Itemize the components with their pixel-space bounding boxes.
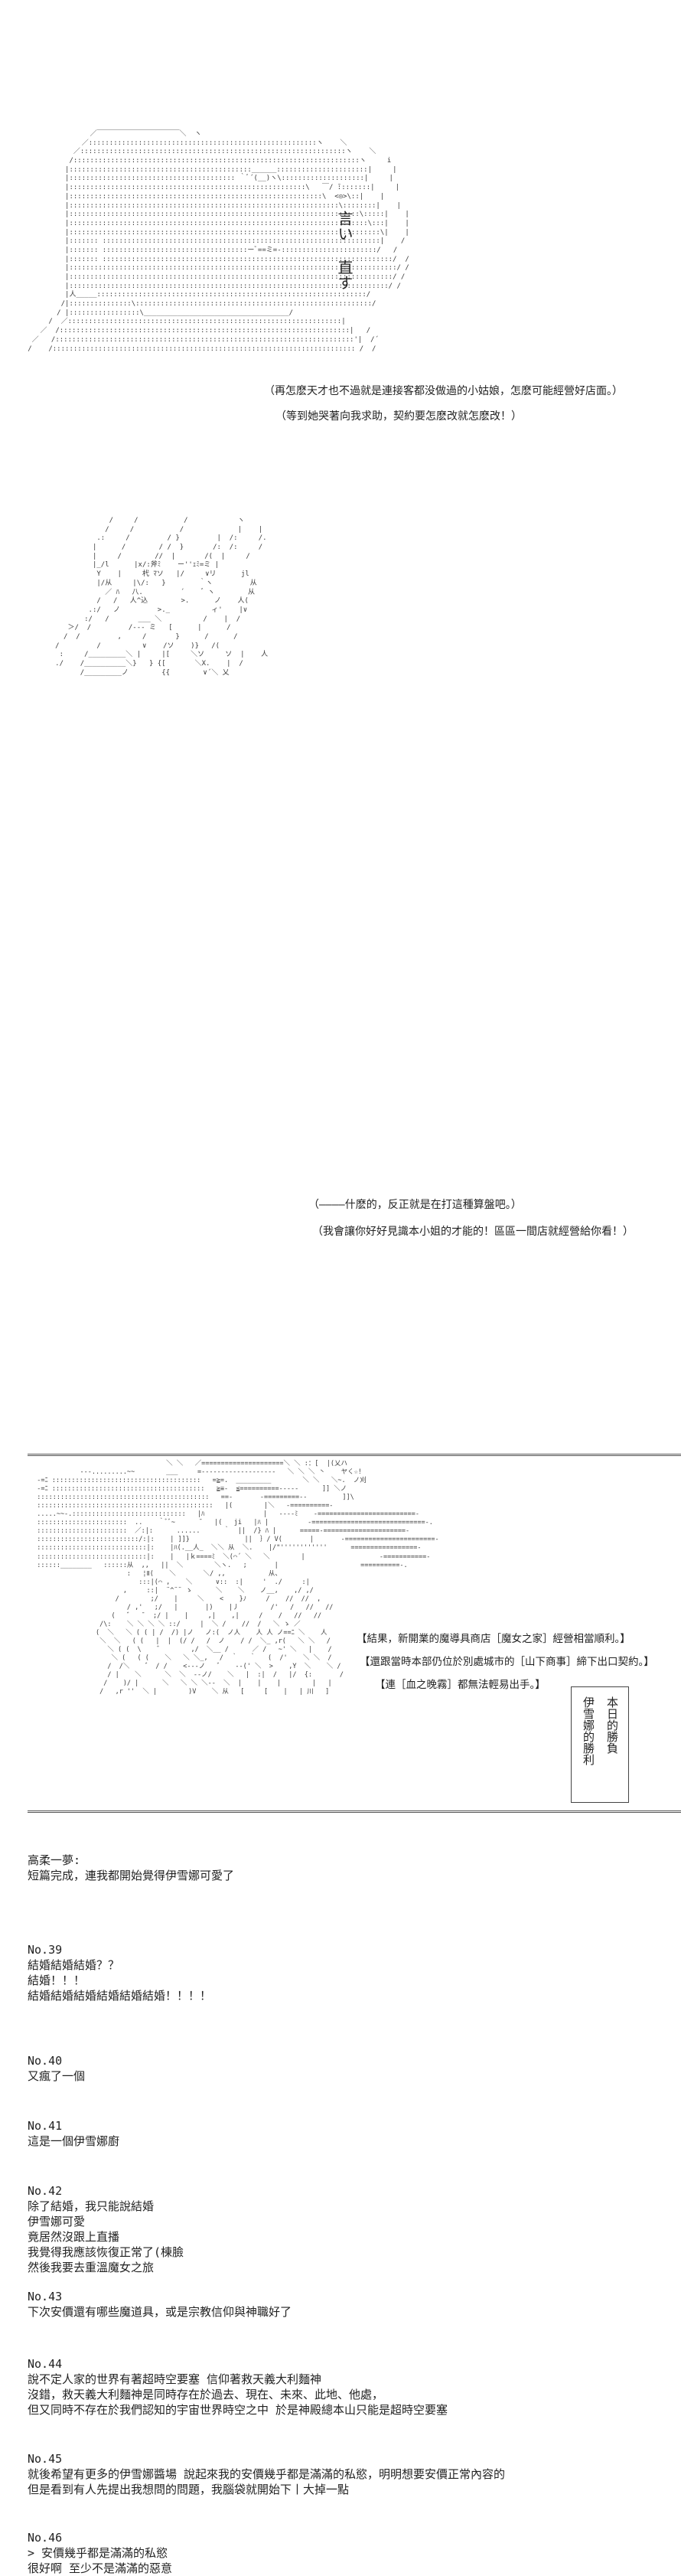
comment-line: 就後希望有更多的伊雪娜醬場 說起來我的安價幾乎都是滿滿的私慾，明明想要安價正常內… bbox=[28, 2467, 506, 2481]
comment-no40: No.40 又瘋了一個 bbox=[28, 2053, 85, 2084]
vertical-text: 言い 直す bbox=[335, 211, 354, 290]
result-box-col-left: 伊雪娜的勝利 bbox=[582, 1696, 595, 1765]
comment-line: 然後我要去重溫魔女之旅 bbox=[28, 2261, 155, 2274]
comment-line: 很好啊 至少不是滿滿的惡意 bbox=[28, 2561, 173, 2575]
panel2-dialog-2: （我會讓你好好見識本小姐的才能的！區區一間店就經營給你看！） bbox=[312, 1226, 634, 1238]
comment-no43: No.43 下次安價還有哪些魔道具，或是宗教信仰與神職好了 bbox=[28, 2289, 292, 2320]
comment-line: 除了結婚，我只能說結婚 bbox=[28, 2199, 155, 2213]
comment-line: 竟居然沒跟上直播 bbox=[28, 2230, 120, 2244]
comment-line: 但又同時不存在於我們認知的宇宙世界時空之中 於是神殿總本山只能是超時空要塞 bbox=[28, 2403, 448, 2417]
comment-line: 這是一個伊雪娜廚 bbox=[28, 2134, 120, 2148]
ascii-art-scene: ＼ ＼ ／=====================＼ ＼ :：[ |(乂ハ -… bbox=[37, 1460, 439, 1696]
comment-line: 沒錯，救天義大利麵神是同時存在於過去、現在、未來、此地、他處， bbox=[28, 2388, 384, 2401]
separator-bottom bbox=[28, 1810, 681, 1813]
ascii-art-portrait: ／￣￣￣￣￣￣￣￣￣￣￣￣＼ ヽ ／::::::::::::::::::::::… bbox=[28, 130, 409, 353]
comment-line: 但是看到有人先提出我想問的問題，我腦袋就開始下丨大掉一點 bbox=[28, 2483, 350, 2496]
panel1-dialog-2: （等到她哭著向我求助，契約要怎麽改就怎麽改！） bbox=[275, 410, 522, 423]
comment-header: No.39 bbox=[28, 1943, 63, 1957]
result-box: 本日的勝負 伊雪娜的勝利 bbox=[571, 1686, 629, 1803]
comment-line: 結婚結婚結婚？？ bbox=[28, 1958, 120, 1972]
comment-no39: No.39 結婚結婚結婚？？ 結婚！！！ 結婚結婚結婚結婚結婚結婚！！！！ bbox=[28, 1942, 211, 2003]
panel3-narration-3: 【連［血之晚霧］都無法輕易出手。】 bbox=[375, 1679, 546, 1691]
comment-line: 短篇完成，連我都開始覺得伊雪娜可愛了 bbox=[28, 1869, 235, 1882]
comment-no42: No.42 除了結婚，我只能說結婚 伊雪娜可愛 竟居然沒跟上直播 我覺得我應該恢… bbox=[28, 2183, 184, 2275]
comment-line: > 安價幾乎都是滿滿的私慾 bbox=[28, 2546, 168, 2560]
comment-line: 伊雪娜可愛 bbox=[28, 2215, 86, 2228]
comment-author: 高柔一夢: 短篇完成，連我都開始覺得伊雪娜可愛了 bbox=[28, 1853, 234, 1883]
comment-line: 下次安價還有哪些魔道具，或是宗教信仰與神職好了 bbox=[28, 2305, 292, 2319]
ascii-art-figure: / / / ヽ / / / | | .: / / } | /: /. | / /… bbox=[14, 517, 681, 2575]
panel3-narration-1: 【結果，新開業的魔導具商店［魔女之家］經營相當順利。】 bbox=[357, 1633, 630, 1645]
comment-line: 結婚！！！ bbox=[28, 1974, 86, 1987]
comment-section: 高柔一夢: 短篇完成，連我都開始覺得伊雪娜可愛了 No.39 結婚結婚結婚？？ … bbox=[28, 1853, 681, 2575]
comment-no44: No.44 說不定人家的世界有著超時空要塞 信仰著救天義大利麵神 沒錯，救天義大… bbox=[28, 2356, 448, 2418]
comment-line: 我覺得我應該恢復正常了(棟臉 bbox=[28, 2245, 184, 2259]
panel2-dialog-1: （――――什麽的，反正就是在打這種算盤吧。） bbox=[308, 1199, 522, 1211]
panel3-narration-2: 【還跟當時本部仍位於別處城市的［山下商事］締下出口契約。】 bbox=[360, 1656, 654, 1668]
comment-header: No.45 bbox=[28, 2452, 63, 2466]
comment-line: 又瘋了一個 bbox=[28, 2069, 86, 2083]
comment-header: No.42 bbox=[28, 2184, 63, 2198]
result-box-col-right: 本日的勝負 bbox=[605, 1696, 619, 1754]
comment-header: No.46 bbox=[28, 2531, 63, 2545]
comment-header: No.40 bbox=[28, 2054, 63, 2068]
comment-header: No.44 bbox=[28, 2357, 63, 2371]
comment-no45: No.45 就後希望有更多的伊雪娜醬場 說起來我的安價幾乎都是滿滿的私慾，明明想… bbox=[28, 2451, 505, 2497]
comment-line: 結婚結婚結婚結婚結婚結婚！！！！ bbox=[28, 1989, 212, 2003]
comment-no41: No.41 這是一個伊雪娜廚 bbox=[28, 2118, 119, 2149]
comment-no46: No.46 > 安價幾乎都是滿滿的私慾 很好啊 至少不是滿滿的惡意 bbox=[28, 2530, 172, 2576]
panel1-dialog-1: （再怎麽天才也不過就是連接客都没做過的小姑娘，怎麽可能經營好店面。） bbox=[264, 385, 623, 397]
comment-header: No.41 bbox=[28, 2119, 63, 2133]
comment-header: No.43 bbox=[28, 2290, 63, 2303]
separator-top bbox=[28, 1454, 681, 1456]
comment-line: 說不定人家的世界有著超時空要塞 信仰著救天義大利麵神 bbox=[28, 2372, 322, 2386]
comment-header: 高柔一夢: bbox=[28, 1853, 81, 1867]
